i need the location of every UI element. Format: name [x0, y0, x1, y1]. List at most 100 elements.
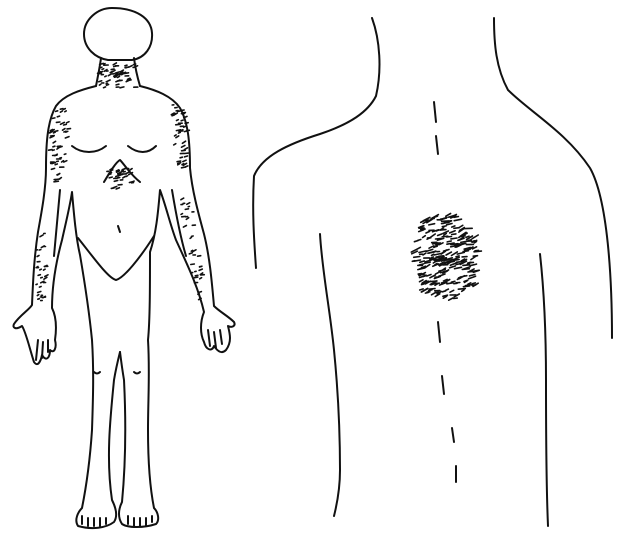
right-forearm-rash-stipple [199, 269, 202, 270]
neck-rash [98, 63, 138, 88]
left-forearm-rash-stipple [41, 277, 43, 278]
mid-back-rash-stipple [432, 292, 436, 294]
right-forearm-rash-stipple [195, 275, 198, 276]
right-shoulder-rash-stipple [174, 144, 176, 145]
mid-back-rash-stipple [439, 274, 445, 276]
neck-rash-stipple [113, 63, 116, 65]
right-shoulder-rash-stipple [178, 164, 180, 165]
neck-rash-stipple [105, 76, 106, 77]
left-shoulder-rash-stipple [64, 154, 66, 155]
right-forearm-rash-stipple [198, 256, 201, 257]
mid-back-rash-stipple [432, 216, 438, 218]
back-waist-right [540, 254, 548, 526]
left-shoulder-rash-stipple [53, 118, 55, 119]
mid-back-rash-stipple [470, 264, 477, 266]
back-waist-left [320, 234, 340, 516]
mid-back-rash-stipple [463, 251, 468, 252]
mid-back-rash-stipple [425, 262, 431, 263]
neck-rash-stipple [133, 67, 135, 68]
mid-back-rash-stipple [450, 266, 456, 268]
right-forearm-rash-stipple [185, 209, 188, 210]
neck-rash-stipple [116, 84, 119, 85]
neck-rash-stipple [118, 80, 122, 81]
left-shoulder-rash-stipple [60, 111, 62, 112]
epigastric-rash-stipple [116, 188, 119, 189]
left-shoulder-rash-stipple [61, 122, 65, 124]
mid-back-rash-stipple [423, 236, 426, 238]
mid-back-rash-stipple [442, 291, 445, 292]
epigastric-rash-stipple [126, 176, 127, 177]
neck-rash-stipple [129, 66, 132, 68]
neck-rash-stipple [114, 76, 115, 77]
right-forearm-rash-stipple [189, 253, 192, 254]
mid-back-rash-stipple [447, 241, 451, 242]
right-shoulder-rash-stipple [185, 123, 188, 124]
right-shoulder-rash-stipple [172, 115, 174, 116]
left-toes [82, 516, 106, 526]
mid-back-rash-stipple [459, 238, 464, 240]
left-forearm-rash-stipple [40, 235, 43, 237]
left-shoulder-rash-stipple [65, 137, 69, 138]
neck-rash-stipple [100, 67, 102, 68]
mid-back-rash-stipple [458, 289, 465, 290]
neck-rash-stipple [106, 83, 107, 84]
left-shoulder-rash-stipple [49, 150, 53, 151]
right-shoulder-rash-stipple [176, 124, 180, 125]
right-shoulder-rash-stipple [175, 135, 177, 136]
left-shoulder-rash-stipple [65, 111, 66, 112]
mid-back-rash-stipple [419, 264, 423, 265]
neck-rash-stipple [133, 64, 135, 65]
epigastric-rash-stipple [123, 176, 125, 178]
mid-back-rash-stipple [420, 261, 424, 262]
mid-back-rash-stipple [457, 252, 464, 254]
mid-back-rash-stipple [426, 249, 433, 251]
neck-rash-stipple [99, 81, 102, 82]
left-shoulder-rash-stipple [53, 141, 56, 143]
back-rash-patch [411, 214, 481, 301]
right-shoulder-rash-stipple [182, 167, 186, 168]
left-shoulder-rash-stipple [64, 131, 66, 132]
mid-back-rash-stipple [418, 240, 421, 241]
head-outline [84, 8, 152, 60]
left-shoulder-rash-stipple [63, 129, 66, 131]
left-shoulder-rash-stipple [51, 168, 54, 169]
left-shoulder-rash [49, 109, 71, 182]
right-forearm-rash-stipple [181, 214, 183, 215]
mid-back-rash-stipple [441, 218, 447, 219]
left-inner-arm [54, 190, 60, 256]
mid-back-rash-stipple [454, 228, 459, 229]
right-forearm-rash-stipple [191, 250, 192, 251]
mid-back-rash-stipple [419, 251, 426, 253]
right-shoulder-rash-stipple [176, 136, 179, 138]
neck-rash-stipple [128, 78, 130, 79]
right-forearm-rash-stipple [181, 198, 184, 200]
mid-back-rash-stipple [427, 275, 431, 277]
left-forearm-rash-stipple [44, 269, 46, 270]
right-knee-mark [134, 372, 140, 374]
mid-back-rash-stipple [427, 238, 429, 239]
left-forearm-rash [36, 233, 48, 300]
mid-back-rash-stipple [451, 281, 455, 282]
right-fingers [208, 330, 222, 348]
back-neck-shoulder-right [494, 18, 612, 338]
neck-rash-stipple [114, 77, 116, 78]
left-shoulder-rash-stipple [67, 122, 69, 123]
neck-right-outline [134, 58, 140, 86]
back-torso-figure [253, 18, 612, 526]
right-shoulder-rash [171, 105, 189, 168]
mid-back-rash-stipple [446, 289, 449, 290]
mid-back-rash-stipple [419, 230, 424, 232]
mid-back-rash-stipple [461, 241, 468, 242]
mid-back-rash-stipple [440, 283, 445, 285]
spine-dash-3 [438, 322, 440, 342]
mid-back-rash-stipple [451, 238, 457, 239]
right-body-outline [119, 86, 235, 527]
mid-back-rash-stipple [435, 246, 438, 247]
neck-rash-stipple [110, 71, 112, 72]
mid-back-rash-stipple [470, 275, 475, 276]
left-forearm-rash-stipple [44, 277, 47, 279]
left-fingers [36, 340, 48, 360]
neck-rash-stipple [108, 74, 110, 75]
left-chest-line [72, 146, 106, 152]
left-forearm-rash-stipple [37, 295, 39, 296]
